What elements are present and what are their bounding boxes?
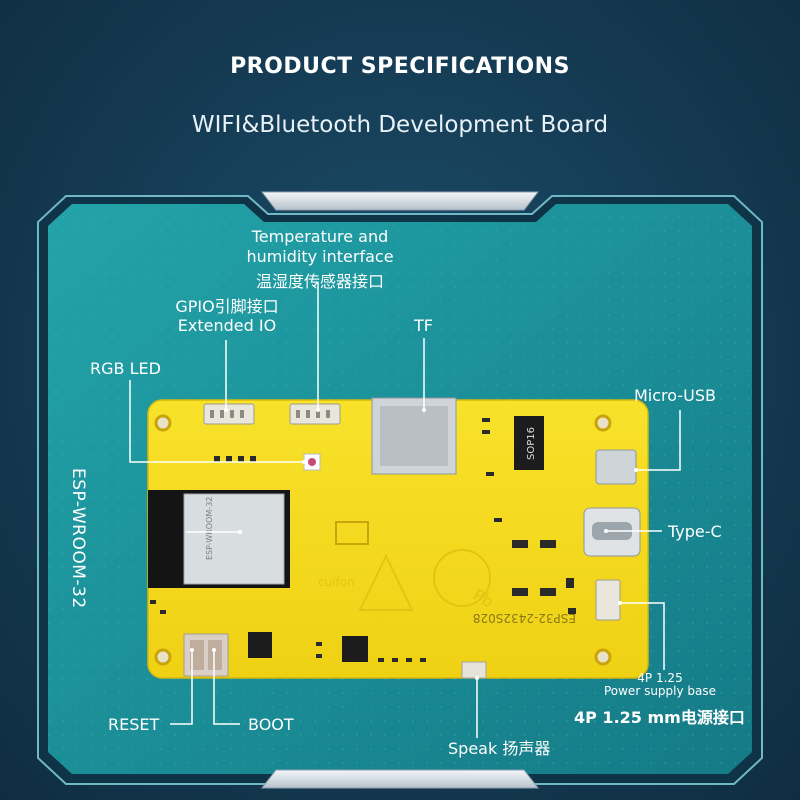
brand-logo: cuifon [318,575,355,589]
label-temp-humidity-en-1: Temperature and [251,227,389,246]
label-gpio-cn: GPIO引脚接口 [175,297,279,316]
label-micro-usb: Micro-USB [634,386,716,405]
label-rgb-led: RGB LED [90,359,161,378]
label-power-small-2: Power supply base [603,684,717,698]
page-title: PRODUCT SPECIFICATIONS [230,54,570,79]
label-esp-wroom-32: ESP-WROOM-32 [68,468,88,609]
model-print: ESP32-2432S028 [473,611,576,625]
bottom-tab [260,769,540,789]
label-gpio-en: Extended IO [177,316,277,335]
label-tf: TF [414,316,433,335]
module-print: ESP-WROOM-32 [205,497,214,560]
label-type-c: Type-C [668,522,722,541]
label-power-small-1: 4P 1.25 [637,671,683,685]
top-tab [260,191,540,211]
sop16-print: SOP16 [526,427,537,460]
label-temp-humidity-cn: 温湿度传感器接口 [255,272,384,291]
leader-lines [129,282,681,738]
label-speak: Speak 扬声器 [448,739,551,758]
label-power-large: 4P 1.25 mm电源接口 [574,708,745,727]
label-temp-humidity-en-2: humidity interface [246,247,394,266]
page-subtitle: WIFI&Bluetooth Development Board [191,112,609,138]
label-reset: RESET [108,715,160,734]
label-boot: BOOT [248,715,294,734]
pcb-board: ESP-WROOM-32 SOP16 [147,397,649,679]
